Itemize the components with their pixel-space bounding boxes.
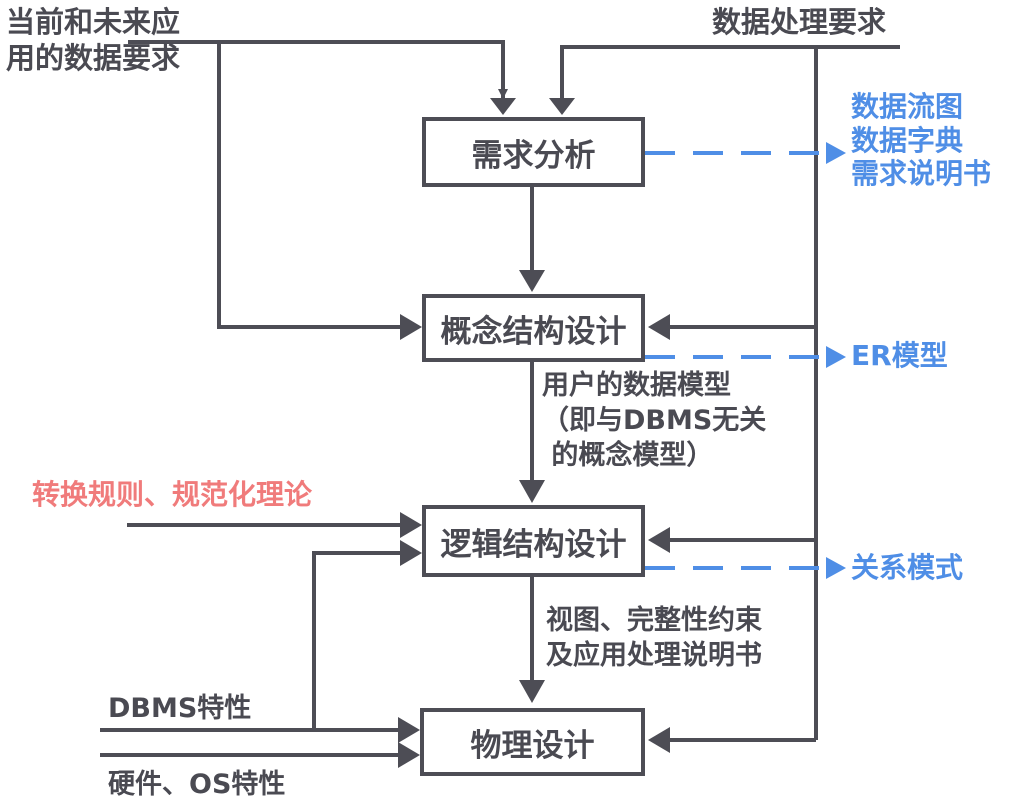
stage-label: 概念结构设计	[440, 313, 627, 350]
dbms-to-logical-line	[312, 551, 408, 730]
conceptual-to-logical-label: 用户的数据模型 （即与DBMS无关 的概念模型）	[542, 370, 767, 472]
stage-label: 逻辑结构设计	[440, 526, 627, 563]
arrowhead	[400, 540, 422, 566]
hardware-os-traits-label: 硬件、OS特性	[108, 769, 286, 800]
stage-physical-design: 物理设计	[420, 708, 645, 776]
dbms-traits-label: DBMS特性	[108, 693, 252, 724]
arrowhead	[549, 98, 575, 115]
app-data-requirements-label: 当前和未来应 用的数据要求	[6, 5, 181, 76]
arrowhead	[519, 270, 545, 292]
logical-to-physical-label: 视图、完整性约束 及应用处理说明书	[546, 605, 762, 672]
stage-label: 物理设计	[470, 727, 595, 764]
requirements-output-label: 数据流图 数据字典 需求说明书	[851, 90, 992, 191]
arrowhead	[490, 98, 516, 115]
arrowhead	[400, 512, 422, 538]
arrowhead	[400, 314, 422, 340]
arrowhead	[519, 680, 545, 703]
arrowhead	[398, 742, 420, 768]
arrowhead	[826, 557, 846, 579]
stage-label: 需求分析	[471, 137, 596, 174]
stage-requirements-analysis: 需求分析	[422, 117, 645, 187]
stage-logical-design: 逻辑结构设计	[422, 505, 645, 577]
arrowhead	[398, 717, 420, 743]
arrowhead	[648, 314, 670, 340]
processing-input-line	[560, 45, 900, 98]
app-data-to-conceptual-line	[217, 42, 410, 329]
arrowhead	[648, 727, 670, 753]
logical-output-label: 关系模式	[851, 551, 964, 584]
transform-rules-label: 转换规则、规范化理论	[32, 478, 313, 511]
app-data-input-line	[128, 40, 508, 99]
arrowhead	[648, 527, 670, 553]
conceptual-output-label: ER模型	[851, 339, 948, 372]
arrowhead	[826, 346, 846, 368]
arrowhead	[826, 142, 846, 164]
processing-requirements-label: 数据处理要求	[712, 5, 887, 39]
stage-conceptual-design: 概念结构设计	[422, 294, 645, 362]
arrowhead	[519, 480, 545, 503]
